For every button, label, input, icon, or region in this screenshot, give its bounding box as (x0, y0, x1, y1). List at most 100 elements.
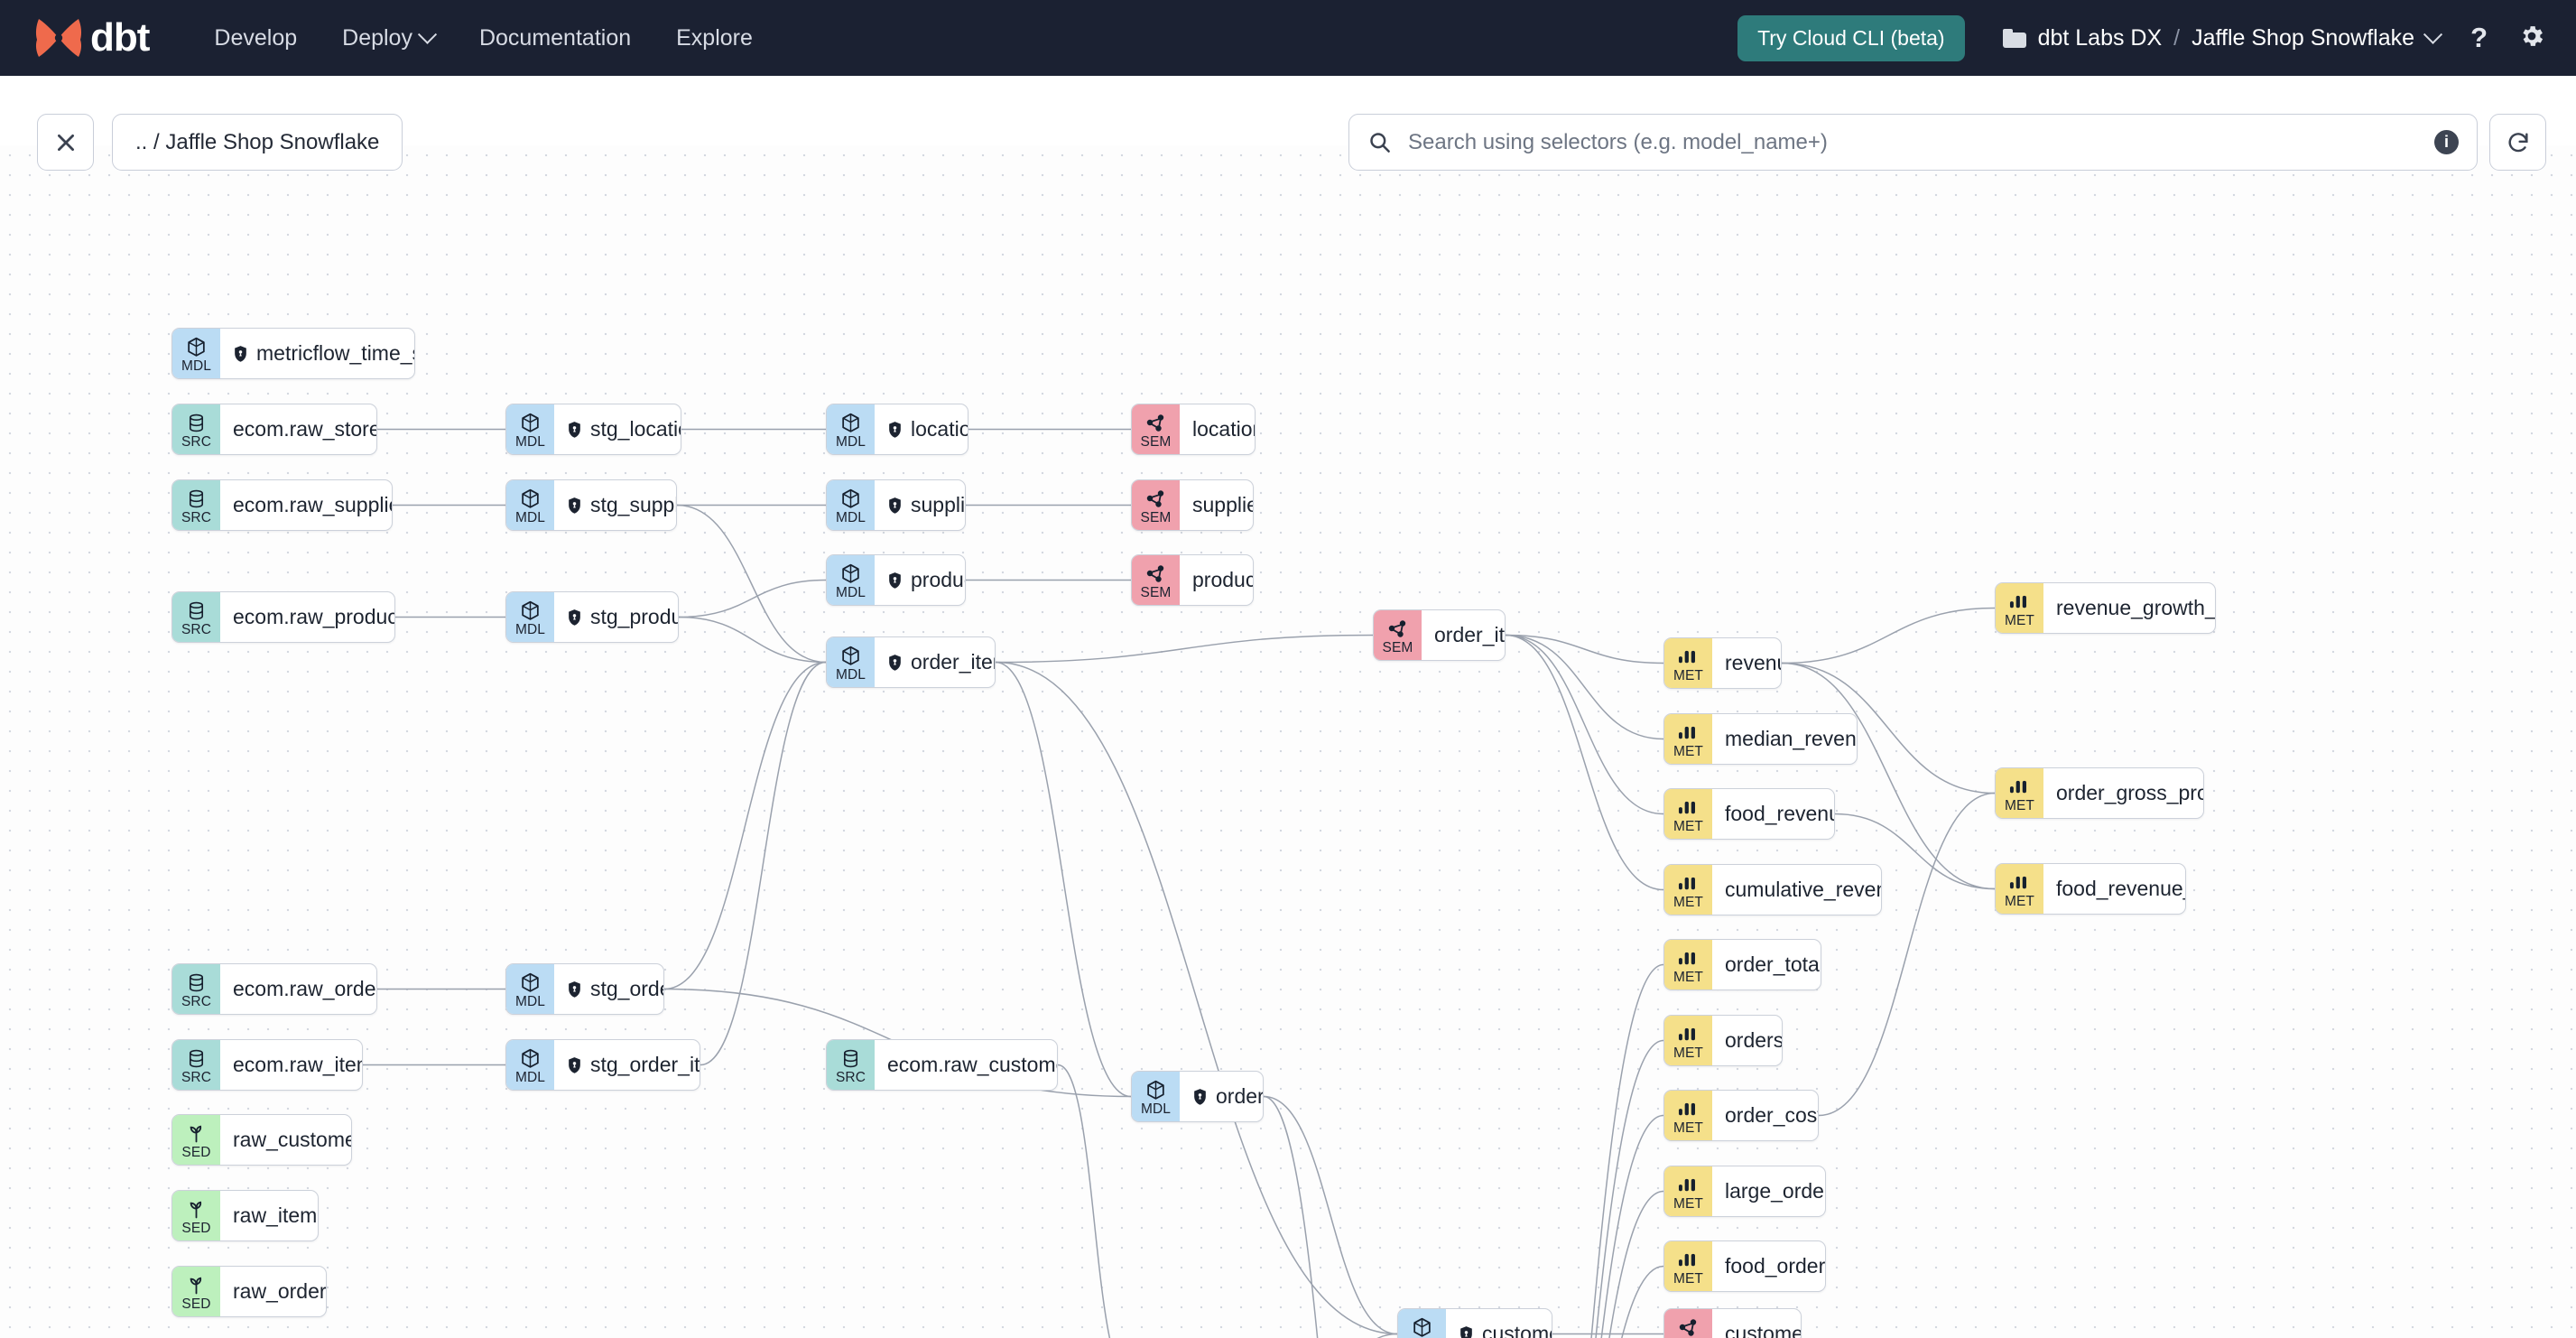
node-body: ecom.raw_customers (875, 1040, 1057, 1090)
node-type-badge-met: MET (1664, 865, 1712, 915)
breadcrumb-project[interactable]: Jaffle Shop Snowflake (2191, 24, 2415, 51)
project-chevron-down-icon[interactable] (2423, 24, 2443, 44)
node-type-badge-met: MET (1664, 714, 1712, 764)
info-icon[interactable]: i (2434, 130, 2459, 154)
node-type-badge-mdl: MDL (506, 1040, 554, 1090)
node-body: raw_orders (220, 1267, 326, 1316)
node-label: food_orders (1725, 1254, 1826, 1278)
nav-link-documentation-label: Documentation (478, 24, 632, 51)
node-label: supplies (911, 493, 966, 516)
node-body: supplies (1180, 480, 1253, 530)
node-type-label: SRC (181, 1069, 212, 1085)
node-label: metricflow_time_spine (256, 341, 414, 365)
lineage-edge (995, 634, 1374, 664)
search-bar[interactable]: i (1348, 114, 2478, 171)
shield-icon (569, 497, 580, 514)
node-type-label: MDL (835, 584, 866, 600)
node-type-badge-sem: SEM (1132, 404, 1180, 454)
refresh-button[interactable] (2489, 114, 2546, 171)
help-icon[interactable]: ? (2470, 22, 2488, 53)
try-cloud-cli-button[interactable]: Try Cloud CLI (beta) (1737, 14, 1965, 61)
node-label: raw_items (233, 1203, 319, 1227)
graph-node-mdl_customers[interactable]: MDLcustomers (1397, 1308, 1552, 1338)
node-type-label: SED (181, 1296, 211, 1312)
node-type-label: MET (1673, 894, 1704, 910)
node-type-badge-src: SRC (172, 592, 220, 642)
search-input[interactable] (1406, 128, 2420, 156)
graph-node-mdl_locations[interactable]: MDLlocations (826, 404, 968, 455)
graph-node-met_cumulative_revenue[interactable]: MET cumulative_revenue (1663, 864, 1882, 915)
breadcrumb-account[interactable]: dbt Labs DX (2037, 24, 2163, 51)
database-icon (186, 488, 207, 510)
breadcrumb-path-chip[interactable]: .. / Jaffle Shop Snowflake (112, 114, 403, 171)
node-type-label: MDL (835, 509, 866, 525)
node-label: food_revenue_pct (2056, 877, 2185, 900)
shield-icon (569, 980, 580, 998)
node-label: ecom.raw_stores (233, 417, 377, 441)
graph-node-mdl_products[interactable]: MDLproducts (826, 554, 966, 606)
node-type-badge-src: SRC (172, 1040, 220, 1090)
top-navigation-bar: dbt Develop Deploy Documentation Explore… (0, 0, 2576, 76)
cube-icon (519, 488, 542, 510)
dbt-logo[interactable]: dbt (34, 15, 150, 60)
graph-node-raw_orders[interactable]: SED raw_orders (171, 1266, 327, 1317)
node-body: stg_products (554, 592, 678, 642)
graph-node-sem_supplies[interactable]: SEMsupplies (1131, 479, 1254, 531)
graph-node-mdl_orders[interactable]: MDLorders (1131, 1071, 1264, 1122)
shield-icon (569, 1056, 580, 1073)
search-icon (1370, 133, 1390, 153)
node-label: order_item (1434, 623, 1505, 646)
graph-node-sem_products[interactable]: SEMproducts (1131, 554, 1254, 606)
gear-icon[interactable] (2518, 23, 2545, 54)
node-label: locations (1192, 417, 1255, 441)
node-body: cumulative_revenue (1712, 865, 1881, 915)
node-body: order_gross_profit (2043, 768, 2203, 818)
node-body: stg_supplies (554, 480, 676, 530)
node-type-badge-sem: SEM (1132, 480, 1180, 530)
nav-link-explore[interactable]: Explore (676, 25, 753, 51)
lineage-edge (1505, 634, 1664, 740)
nav-link-develop[interactable]: Develop (214, 25, 297, 51)
graph-node-sem_customers[interactable]: SEMcustomers (1663, 1308, 1802, 1338)
close-button[interactable] (37, 114, 94, 171)
node-type-label: MDL (835, 666, 866, 683)
graph-node-sem_locations[interactable]: SEM locations (1131, 404, 1256, 455)
shield-icon (1194, 1088, 1206, 1105)
lineage-edge (678, 579, 827, 618)
breadcrumb-separator: / (2173, 24, 2181, 51)
lineage-graph-canvas[interactable]: MDLmetricflow_time_spineSRCecom.raw_stor… (0, 145, 2576, 1338)
node-body: raw_customers (220, 1115, 351, 1165)
nav-link-documentation[interactable]: Documentation (479, 25, 631, 51)
shield-icon (1460, 1325, 1472, 1338)
lineage-edge (1600, 1114, 1664, 1338)
graph-node-mdl_supplies[interactable]: MDL supplies (826, 479, 966, 531)
nav-link-deploy[interactable]: Deploy (342, 24, 438, 51)
